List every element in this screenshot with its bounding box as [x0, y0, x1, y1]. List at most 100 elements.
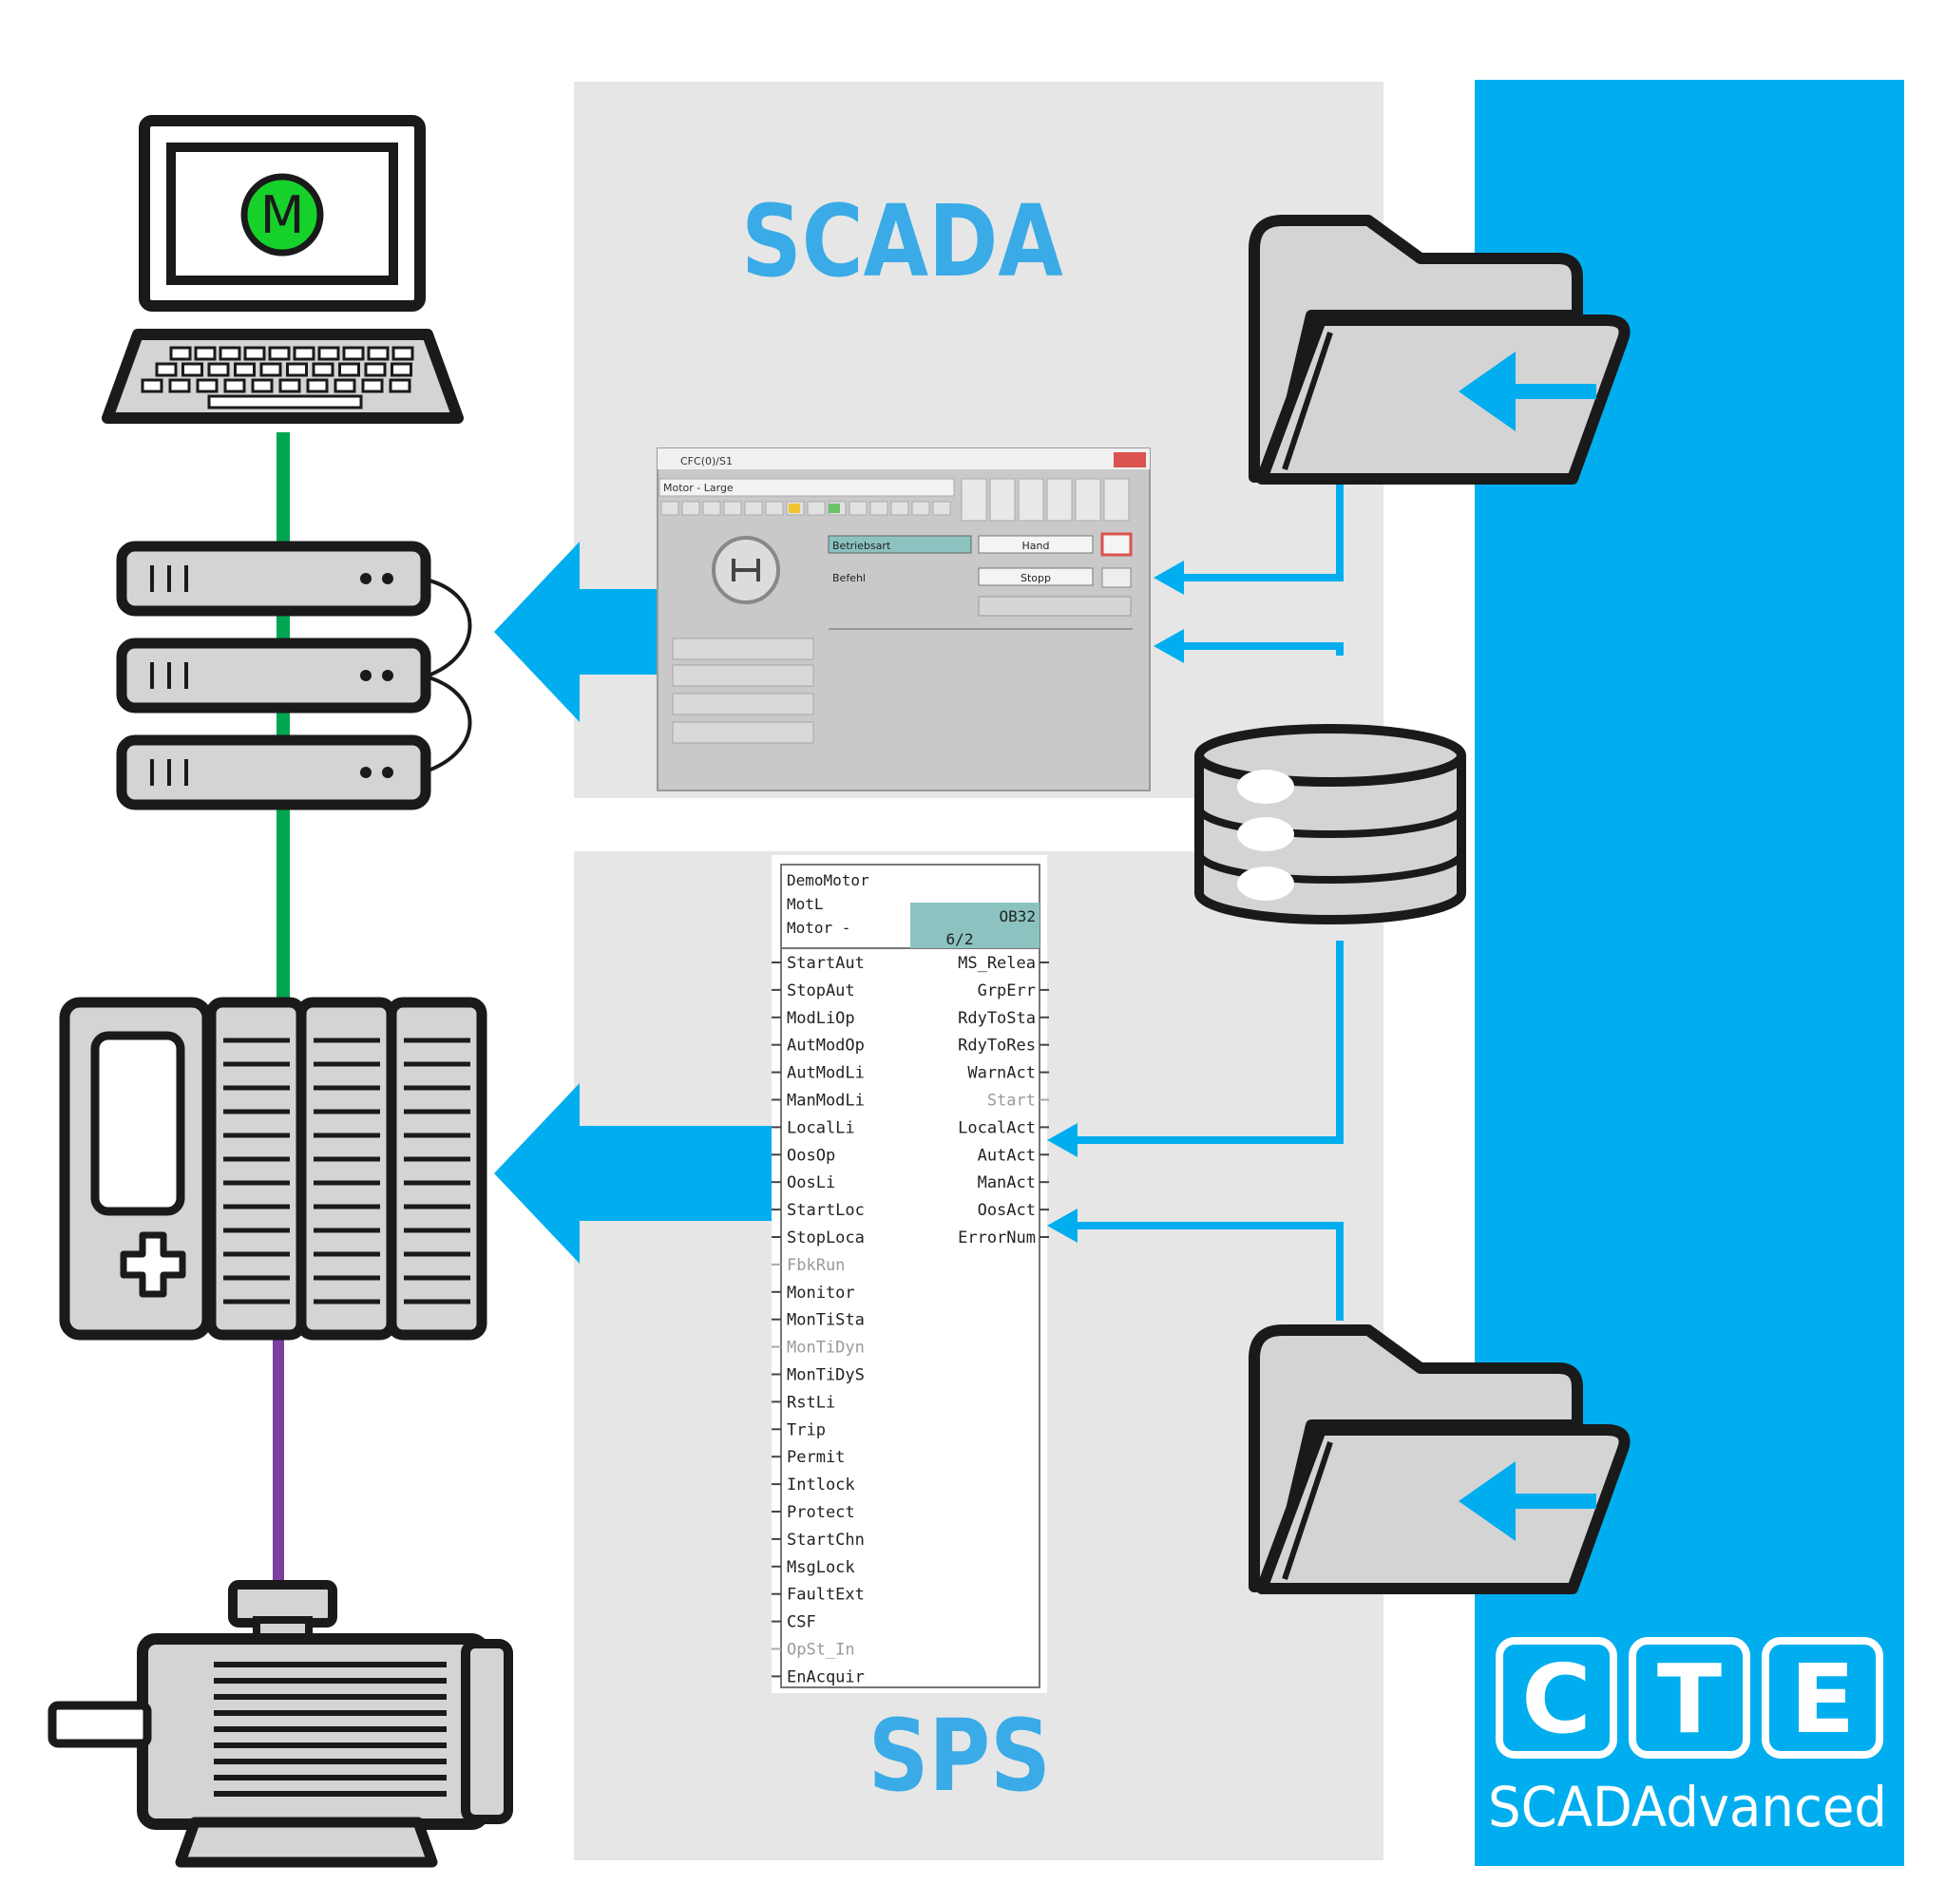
server-stack-icon: [116, 541, 431, 810]
faceplate-field: [672, 664, 814, 687]
cfc-input-pin: Permit: [787, 1448, 845, 1467]
faceplate-command-button[interactable]: [978, 567, 1094, 586]
cfc-tag-ob: OB32: [999, 907, 1036, 925]
logo-letter-e: E: [1790, 1644, 1855, 1755]
cfc-output-pin: ErrorNum: [958, 1228, 1036, 1247]
cfc-input-pin: StartAut: [787, 954, 865, 973]
cfc-input-pin: FaultExt: [787, 1586, 865, 1605]
cfc-input-pin: ModLiOp: [787, 1009, 855, 1028]
keyboard-key: [367, 346, 390, 361]
faceplate-mode-more-button[interactable]: [1100, 532, 1133, 557]
cfc-input-pin: MsgLock: [787, 1558, 855, 1577]
toolbar-button[interactable]: [989, 478, 1016, 522]
toolbar-button[interactable]: [890, 501, 909, 516]
toolbar-button[interactable]: [744, 501, 763, 516]
cfc-input-pin: OosLi: [787, 1173, 835, 1192]
toolbar-button[interactable]: [702, 501, 721, 516]
cfc-output-pin: LocalAct: [958, 1118, 1036, 1137]
sps-label: SPS: [868, 1698, 1051, 1814]
keyboard-key: [312, 362, 334, 377]
logo-box-e: [1762, 1637, 1883, 1759]
cfc-output-pin: GrpErr: [978, 981, 1036, 1000]
toolbar-button[interactable]: [911, 501, 930, 516]
plc-dpad-icon: [120, 1231, 186, 1298]
cfc-header-1: DemoMotor: [787, 871, 869, 889]
toolbar-button[interactable]: [681, 501, 700, 516]
cfc-input-pin: AutModOp: [787, 1037, 865, 1056]
logo-name: SCADAdvanced: [1488, 1775, 1887, 1839]
cfc-input-pin: StartChn: [787, 1531, 865, 1550]
faceplate-command-more-button[interactable]: [1101, 567, 1132, 588]
cfc-input-pin: Trip: [787, 1420, 826, 1439]
cfc-input-pin: StartLoc: [787, 1201, 865, 1220]
logo-box-t: [1629, 1637, 1750, 1759]
faceplate-subtitle: Motor - Large: [663, 482, 734, 494]
cfc-block: DemoMotor MotL Motor - OB32 6/2 StartAut…: [772, 855, 1049, 1693]
faceplate-field-value-1: Hand: [1022, 540, 1050, 552]
server-unit: [116, 541, 431, 617]
keyboard-key: [223, 378, 246, 393]
cfc-input-pin: CSF: [787, 1613, 816, 1632]
toolbar-button[interactable]: [869, 501, 888, 516]
cfc-input-pin: RstLi: [787, 1393, 835, 1412]
logo-letter-t: T: [1657, 1644, 1722, 1755]
folder-icon: [1249, 1324, 1631, 1594]
cfc-input-pin: MonTiSta: [787, 1311, 865, 1330]
server-link-2: [425, 675, 472, 773]
keyboard-key: [181, 362, 203, 377]
cfc-input-pin: Monitor: [787, 1284, 855, 1303]
faceplate-mode-button[interactable]: [978, 535, 1094, 554]
keyboard-key: [342, 346, 365, 361]
cte-logo: C T E SCADAdvanced: [1488, 1637, 1887, 1839]
cfc-input-pin: StopLoca: [787, 1228, 865, 1247]
toolbar-button[interactable]: [932, 501, 951, 516]
flow-connectors: [1072, 485, 1344, 1321]
toolbar-button[interactable]: [1075, 478, 1101, 522]
faceplate-close-button[interactable]: [1114, 452, 1146, 467]
toolbar-button[interactable]: [1046, 478, 1073, 522]
server-link-1: [425, 578, 472, 678]
keyboard-key: [364, 362, 387, 377]
faceplate-field-label-1: Betriebsart: [832, 540, 891, 552]
toolbar-button[interactable]: [849, 501, 868, 516]
toolbar-button[interactable]: [961, 478, 987, 522]
electric-motor-icon: [48, 1580, 513, 1868]
toolbar-button[interactable]: [723, 501, 742, 516]
cfc-input-pin: MonTiDyn: [787, 1339, 865, 1358]
cfc-input-pin: EnAcquir: [787, 1667, 865, 1686]
toolbar-button[interactable]: [1103, 478, 1130, 522]
motor-status-badge: [240, 173, 324, 257]
cfc-output-pin: RdyToSta: [958, 1009, 1036, 1028]
toolbar-button[interactable]: [660, 501, 679, 516]
keyboard-key: [243, 346, 266, 361]
keyboard-key: [391, 362, 412, 377]
keyboard-key: [194, 346, 217, 361]
toolbar-button[interactable]: [765, 501, 784, 516]
toolbar-button[interactable]: [1018, 478, 1044, 522]
faceplate-field: [672, 638, 814, 660]
faceplate-window: CFC(0)/S1 Motor - Large Betriebsart Hand…: [657, 447, 1151, 791]
cfc-tag-box: [910, 903, 1040, 948]
server-unit: [116, 734, 431, 810]
cfc-output-pin: WarnAct: [967, 1064, 1036, 1083]
keyboard-key: [234, 362, 256, 377]
spacebar-key: [207, 394, 363, 409]
cfc-output-pin: MS_Relea: [958, 954, 1036, 973]
cfc-input-pin: LocalLi: [787, 1118, 855, 1137]
toolbar-button[interactable]: [807, 501, 826, 516]
keyboard-key: [391, 346, 414, 361]
keyboard-key: [196, 378, 219, 393]
keyboard-key: [286, 362, 308, 377]
cfc-output-pin: AutAct: [978, 1146, 1036, 1165]
keyboard-key: [168, 378, 191, 393]
cfc-input-pin: ManModLi: [787, 1092, 865, 1111]
arrow-to-servers: [494, 542, 665, 722]
cfc-output-pin: Start: [987, 1092, 1036, 1111]
cfc-input-pin: StopAut: [787, 981, 855, 1000]
cfc-input-pin: AutModLi: [787, 1064, 865, 1083]
cfc-input-pin: OpSt_In: [787, 1641, 855, 1660]
faceplate-field-label-2: Befehl: [832, 572, 866, 584]
cfc-output-pin: OosAct: [978, 1201, 1036, 1220]
cfc-output-pin: ManAct: [978, 1173, 1036, 1192]
